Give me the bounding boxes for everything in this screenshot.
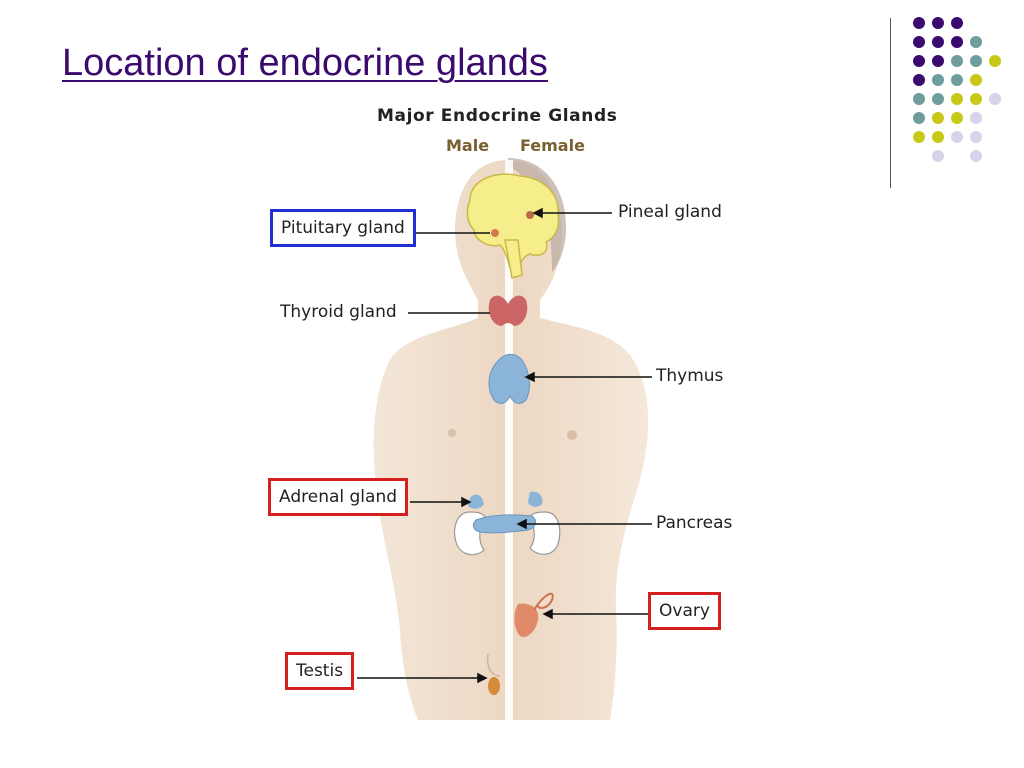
brain-illustration [466,173,560,276]
ovary-label: Ovary [648,592,721,630]
brainstem [504,239,523,279]
pineal-gland-label: Pineal gland [618,202,722,222]
dot-row-1 [913,17,963,29]
female-hair [508,158,567,272]
pancreas-shape [472,514,536,534]
fallopian-tube-shape [533,592,554,611]
adrenal-gland-label: Adrenal gland [268,478,409,516]
dot-row-6 [913,112,982,124]
adrenal-arrow [461,496,472,508]
thymus-label: Thymus [656,366,724,386]
dot-row-7 [913,131,982,143]
ovary-arrow [542,608,553,620]
thymus-shape [488,353,530,404]
pineal-arrow [532,207,543,219]
decorative-dot-grid [913,17,1001,162]
slide-title: Location of endocrine glands [62,42,548,84]
male-female-divider [505,160,513,720]
leader-lines [357,207,652,684]
male-nipple [448,429,456,437]
divider-line [890,18,891,188]
pancreas-label: Pancreas [656,513,733,533]
figure-title: Major Endocrine Glands [377,106,618,126]
dot-row-5 [913,93,1001,105]
adrenal-right-shape [528,491,543,507]
dot-row-4 [913,74,982,86]
adrenal-left-shape [468,494,484,509]
thyroid-gland-label: Thyroid gland [280,302,397,322]
testis-arrow [477,672,488,684]
thyroid-gland-shape [488,295,528,326]
dot-row-8 [932,150,982,162]
dot-row-2 [913,36,982,48]
pituitary-gland-label: Pituitary gland [270,209,416,247]
female-nipple [567,430,577,440]
male-label: Male [446,136,490,155]
pituitary-gland-shape [491,229,499,237]
pancreas-arrow [516,518,527,530]
male-genital-outline [486,653,501,677]
testis-label: Testis [285,652,355,690]
uterus-shape [514,603,539,637]
pineal-gland-shape [526,211,534,219]
thymus-arrow [524,371,535,383]
testis-shape [488,677,500,695]
dot-row-3 [913,55,1001,67]
female-label: Female [520,136,585,155]
